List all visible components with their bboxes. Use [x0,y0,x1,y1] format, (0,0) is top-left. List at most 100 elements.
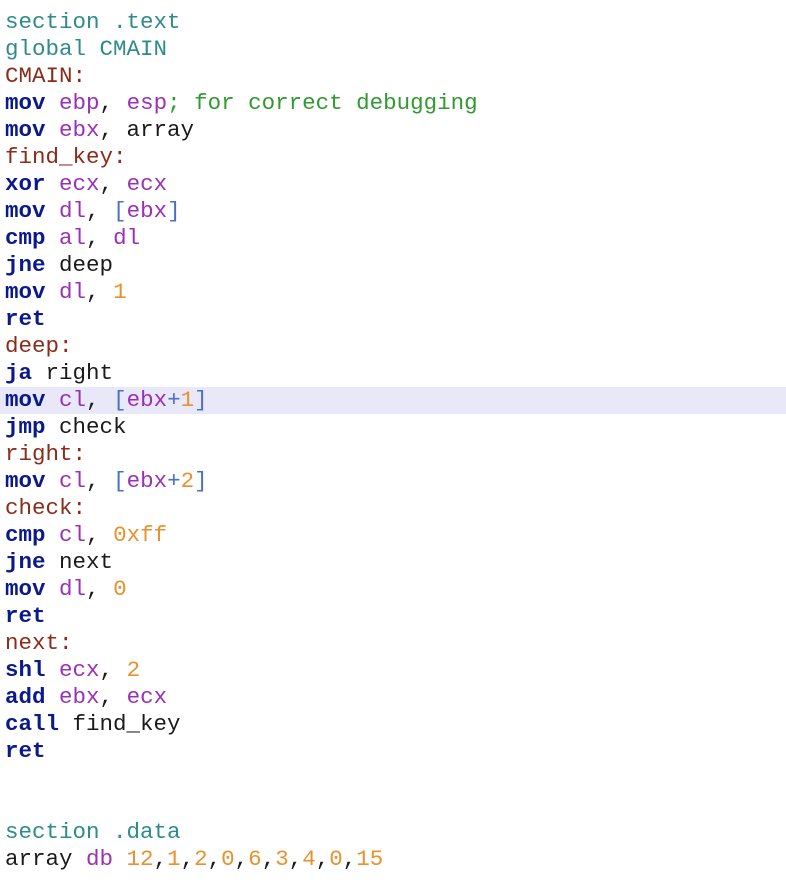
token-number: 2 [194,846,208,872]
token-register: cl [59,387,87,413]
token-keyword: mov [5,387,46,413]
token-number: 0 [221,846,235,872]
token-keyword: ret [5,738,46,764]
token-memory: + [167,387,181,413]
token-plain [46,117,60,143]
code-line[interactable]: next: [0,630,786,657]
token-plain: , [153,846,168,872]
code-line[interactable]: deep: [0,333,786,360]
token-plain [46,90,60,116]
code-line[interactable]: mov ebx, array [0,117,786,144]
token-directive: section .data [5,819,181,845]
token-number: 1 [113,279,127,305]
token-plain [46,657,60,683]
code-line[interactable]: call find_key [0,711,786,738]
token-register: cl [59,468,87,494]
token-number: 1 [180,387,195,413]
token-register: dl [59,279,87,305]
token-keyword: mov [5,576,46,602]
token-plain: right [32,360,114,386]
token-number: 0 [113,576,127,602]
code-line[interactable]: mov dl, 0 [0,576,786,603]
code-line[interactable]: ret [0,603,786,630]
code-line[interactable] [0,765,786,792]
token-plain: , [207,846,222,872]
token-memory: [ [113,468,127,494]
token-keyword: mov [5,90,46,116]
token-keyword: ja [5,360,33,386]
token-keyword: call [5,711,60,737]
token-plain [46,225,60,251]
code-line[interactable]: section .text [0,9,786,36]
token-memory: ] [194,468,208,494]
token-plain: , [86,279,114,305]
code-line[interactable]: jne deep [0,252,786,279]
token-number: 4 [302,846,316,872]
token-keyword: mov [5,198,46,224]
code-line[interactable]: mov cl, [ebx+2] [0,468,786,495]
token-keyword: jne [5,252,46,278]
token-plain: , [99,90,127,116]
token-register: ecx [59,171,100,197]
token-plain [46,522,60,548]
code-line[interactable]: find_key: [0,144,786,171]
token-memory: + [167,468,181,494]
code-line[interactable]: CMAIN: [0,63,786,90]
token-number: 6 [248,846,262,872]
token-register: ebx [59,684,100,710]
code-line[interactable]: mov dl, [ebx] [0,198,786,225]
code-line[interactable] [0,792,786,819]
token-number: 2 [180,468,195,494]
token-comment: ; for correct debugging [167,90,478,116]
code-line[interactable]: ja right [0,360,786,387]
code-line[interactable]: global CMAIN [0,36,786,63]
token-plain [46,576,60,602]
token-register: esp [126,90,168,116]
code-line[interactable]: mov dl, 1 [0,279,786,306]
token-label: find_key: [5,144,127,170]
token-plain: find_key [59,711,181,737]
token-directive: global CMAIN [5,36,168,62]
code-line[interactable]: section .data [0,819,786,846]
code-line[interactable]: check: [0,495,786,522]
token-keyword: shl [5,657,46,683]
token-keyword: cmp [5,522,46,548]
code-line[interactable]: ret [0,306,786,333]
token-keyword: cmp [5,225,46,251]
token-label: next: [5,630,73,656]
token-keyword: ret [5,306,46,332]
code-line[interactable]: shl ecx, 2 [0,657,786,684]
token-plain: array [5,846,87,872]
token-label: check: [5,495,87,521]
code-line[interactable]: array db 12,1,2,0,6,3,4,0,15 [0,846,786,873]
token-register: cl [59,522,87,548]
code-line[interactable]: cmp cl, 0xff [0,522,786,549]
code-line-current[interactable]: mov cl, [ebx+1] [0,387,786,414]
code-line[interactable]: ret [0,738,786,765]
token-keyword: mov [5,468,46,494]
code-line[interactable]: right: [0,441,786,468]
token-plain: , [99,657,127,683]
code-line[interactable]: jmp check [0,414,786,441]
token-plain: , [342,846,357,872]
code-line[interactable]: jne next [0,549,786,576]
code-line[interactable]: cmp al, dl [0,225,786,252]
token-plain [113,846,127,872]
token-number: 12 [126,846,154,872]
token-plain: , [86,387,114,413]
token-directive: section .text [5,9,181,35]
token-label: deep: [5,333,73,359]
token-number: 0xff [113,522,168,548]
code-line[interactable]: add ebx, ecx [0,684,786,711]
code-line[interactable]: xor ecx, ecx [0,171,786,198]
token-plain: , [99,684,127,710]
token-register: ebx [59,117,100,143]
token-plain: deep [45,252,114,278]
code-line[interactable]: mov ebp, esp; for correct debugging [0,90,786,117]
token-number: 15 [356,846,384,872]
token-number: 0 [329,846,343,872]
token-memory: ] [167,198,181,224]
token-memory: [ [113,198,127,224]
token-register: dl [59,198,87,224]
